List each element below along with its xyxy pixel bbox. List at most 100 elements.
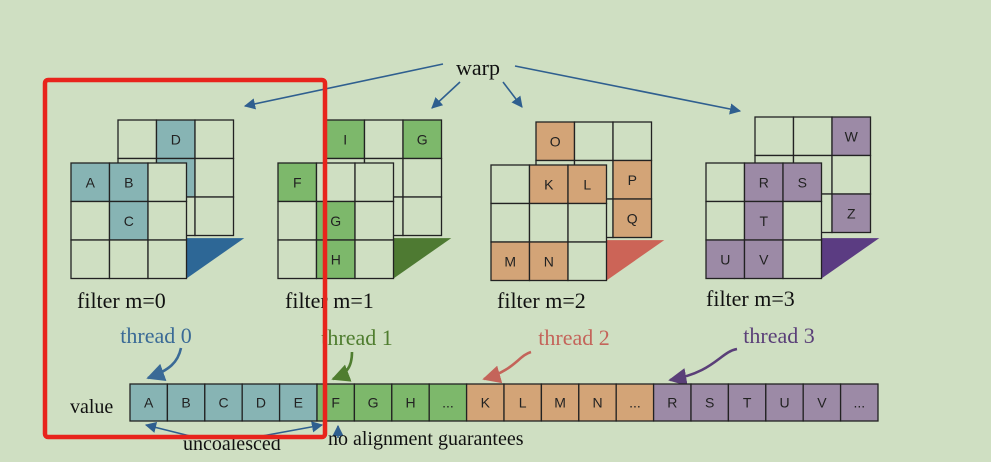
value-cell-label: ... bbox=[442, 395, 454, 411]
front-cell-label: K bbox=[544, 176, 554, 192]
front-cell-label: L bbox=[583, 176, 591, 192]
warp-arrow-0 bbox=[243, 63, 444, 110]
front-cell: B bbox=[108, 162, 149, 203]
front-cell bbox=[490, 164, 531, 205]
value-cell: N bbox=[578, 383, 617, 422]
thread-arrow-1 bbox=[331, 351, 354, 382]
front-cell-label: S bbox=[798, 174, 807, 190]
front-cell: K bbox=[528, 164, 569, 205]
front-cell bbox=[782, 239, 823, 280]
front-cell bbox=[147, 162, 188, 203]
front-cell-label: A bbox=[86, 174, 96, 190]
value-cell-label: C bbox=[218, 395, 228, 411]
value-cell-label: H bbox=[405, 395, 415, 411]
back-cell bbox=[194, 119, 235, 160]
back-cell bbox=[194, 196, 235, 237]
front-cell bbox=[70, 200, 111, 241]
value-cell-label: F bbox=[331, 395, 340, 411]
highlight-box bbox=[42, 77, 328, 440]
back-cell bbox=[402, 196, 443, 237]
thread-label-1: thread 1 bbox=[321, 325, 392, 350]
back-cell bbox=[402, 157, 443, 198]
thread-labels: thread 0 thread 1 thread 2 thread 3 bbox=[120, 323, 814, 350]
front-cell-label: G bbox=[330, 213, 341, 229]
front-cell: L bbox=[567, 164, 608, 205]
value-cell: B bbox=[166, 383, 206, 422]
front-cell bbox=[354, 200, 395, 241]
value-cell: S bbox=[690, 383, 730, 422]
value-cell: A bbox=[129, 383, 169, 422]
value-cell-label: E bbox=[294, 395, 303, 411]
value-cell-label: R bbox=[667, 395, 677, 411]
front-cell-label: M bbox=[504, 253, 516, 269]
front-cell bbox=[354, 162, 395, 203]
value-cell: M bbox=[540, 383, 580, 422]
value-label: value bbox=[70, 396, 113, 418]
back-cell: G bbox=[402, 119, 443, 160]
no-alignment-label: no alignment guarantees bbox=[328, 428, 524, 450]
front-cell bbox=[567, 202, 608, 243]
value-cell: G bbox=[353, 383, 393, 422]
front-cell bbox=[705, 200, 746, 241]
filter-corner-fold bbox=[393, 238, 452, 279]
value-cell-label: L bbox=[519, 395, 527, 411]
warp-label: warp bbox=[456, 55, 500, 80]
value-cell: V bbox=[802, 383, 842, 422]
back-cell-label: G bbox=[417, 131, 428, 147]
uncoalesced-arrow bbox=[144, 422, 191, 437]
front-cell-label: T bbox=[759, 213, 768, 229]
back-cell-label: D bbox=[171, 131, 181, 147]
filter-corner-fold bbox=[186, 238, 245, 279]
value-cell-label: B bbox=[181, 395, 190, 411]
front-cell: G bbox=[315, 200, 356, 241]
thread-label-3: thread 3 bbox=[743, 323, 814, 348]
value-cell: E bbox=[278, 383, 318, 422]
value-cell-label: N bbox=[592, 395, 602, 411]
back-cell-label: Z bbox=[847, 205, 856, 221]
front-cell-label: V bbox=[759, 251, 769, 267]
front-cell: R bbox=[743, 162, 784, 203]
value-cell: ... bbox=[839, 383, 879, 422]
warp-arrow-3 bbox=[514, 65, 742, 115]
filter-label-1: filter m=1 bbox=[285, 288, 374, 313]
front-cell-label: F bbox=[293, 174, 302, 190]
front-cell bbox=[490, 202, 531, 243]
value-cell-label: G bbox=[368, 395, 379, 411]
back-cell-label: W bbox=[845, 128, 859, 144]
value-cell-label: ... bbox=[629, 395, 641, 411]
front-cell bbox=[277, 239, 318, 280]
value-cell-label: ... bbox=[853, 395, 865, 411]
front-cell-label: N bbox=[544, 253, 554, 269]
back-cell-label: Q bbox=[627, 210, 638, 226]
value-cell: R bbox=[652, 383, 692, 422]
bottom-annotations: uncoalesced no alignment guarantees bbox=[144, 421, 524, 455]
back-cell bbox=[194, 157, 235, 198]
value-cell: L bbox=[503, 383, 543, 422]
back-cell bbox=[612, 121, 653, 162]
value-cell: ... bbox=[615, 383, 655, 422]
value-cell: ... bbox=[428, 383, 468, 422]
front-cell: T bbox=[743, 200, 784, 241]
back-cell-label: I bbox=[343, 131, 347, 147]
thread-arrows bbox=[146, 347, 738, 387]
value-cell: K bbox=[465, 383, 505, 422]
front-cell bbox=[277, 200, 318, 241]
front-cell bbox=[147, 239, 188, 280]
front-cell: U bbox=[705, 239, 746, 280]
value-cell: U bbox=[765, 383, 804, 422]
back-cell: Q bbox=[612, 198, 653, 239]
front-cell-label: R bbox=[759, 174, 769, 190]
value-cell-label: A bbox=[144, 395, 154, 411]
back-cell: O bbox=[535, 121, 576, 162]
warp-arrow-1 bbox=[431, 81, 461, 109]
front-cell: N bbox=[528, 241, 569, 282]
front-cell-label: C bbox=[124, 213, 134, 229]
back-cell-label: P bbox=[628, 172, 637, 188]
back-cell-label: O bbox=[550, 133, 561, 149]
filter-corner-fold bbox=[606, 240, 665, 281]
back-cell bbox=[792, 116, 833, 157]
